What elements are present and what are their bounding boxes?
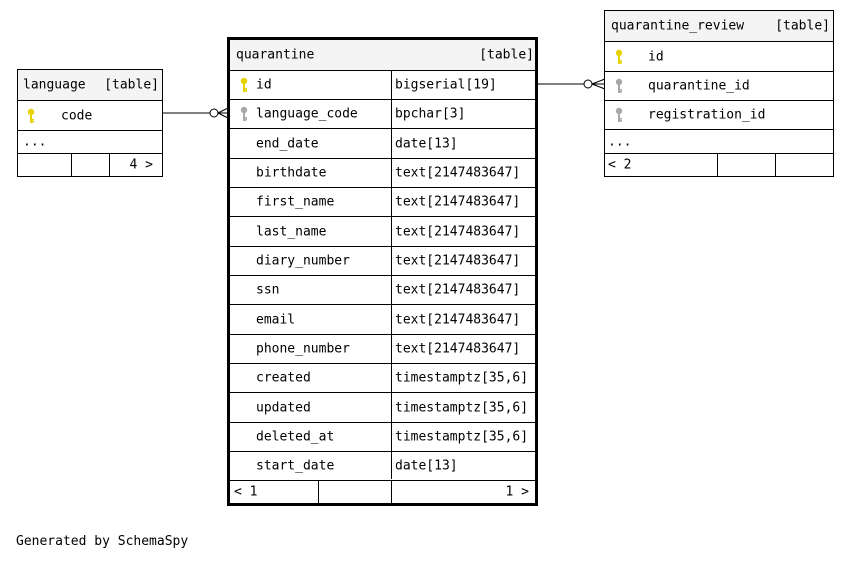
parents-count-link[interactable]: < 1 [234,484,258,500]
column-row-birthdate[interactable]: birthdate text[2147483647] [230,158,535,187]
relation-language-quarantine [162,107,229,119]
column-row-created[interactable]: created timestamptz[35,6] [230,363,535,392]
parents-count-link[interactable]: < 2 [608,157,632,173]
table-footer: < 1 1 > [230,480,535,503]
primary-key-icon [614,49,624,65]
column-name: phone_number [256,341,350,357]
column-row-quarantine-id[interactable]: quarantine_id [605,71,833,100]
column-name: code [61,108,93,123]
more-columns-ellipsis: ... [18,130,162,153]
column-name: registration_id [648,107,766,123]
table-header: quarantine_review [table] [605,11,833,41]
foreign-key-icon [614,107,624,123]
table-header: quarantine [table] [230,40,535,70]
column-type: text[2147483647] [395,282,521,298]
table-quarantine-review[interactable]: quarantine_review [table] id quarantine_… [604,10,834,177]
more-columns-ellipsis: ... [605,129,833,153]
column-row-diary-number[interactable]: diary_number text[2147483647] [230,246,535,275]
column-row-start-date[interactable]: start_date date[13] [230,451,535,480]
column-row-code[interactable]: code [18,100,162,130]
column-row-registration-id[interactable]: registration_id [605,100,833,129]
table-language[interactable]: language [table] code ... 4 > [17,69,163,177]
column-name: id [256,77,272,93]
table-kind-label: [table] [775,18,830,34]
column-type: text[2147483647] [395,253,521,269]
column-type: date[13] [395,136,458,151]
column-type: text[2147483647] [395,224,521,239]
column-name: end_date [256,136,319,151]
table-kind-label: [table] [104,77,159,93]
table-name: language [23,77,86,93]
column-name: diary_number [256,253,350,269]
column-type: text[2147483647] [395,341,521,357]
table-footer: < 2 [605,153,833,176]
table-header: language [table] [18,70,162,100]
column-type: timestamptz[35,6] [395,400,529,415]
table-name: quarantine [236,47,315,63]
column-name: last_name [256,224,327,239]
table-kind-label: [table] [479,47,534,63]
column-type: bpchar[3] [395,106,466,122]
column-row-first-name[interactable]: first_name text[2147483647] [230,187,535,216]
column-row-email[interactable]: email text[2147483647] [230,304,535,334]
column-name: updated [256,400,311,415]
column-row-id[interactable]: id bigserial[19] [230,70,535,99]
column-name: first_name [256,194,335,210]
table-footer: 4 > [18,153,162,176]
column-type: text[2147483647] [395,194,521,210]
column-row-updated[interactable]: updated timestamptz[35,6] [230,392,535,422]
primary-key-icon [239,77,249,93]
column-name: quarantine_id [648,78,750,94]
foreign-key-icon [239,106,249,122]
column-type: text[2147483647] [395,312,521,327]
column-type: timestamptz[35,6] [395,370,529,386]
column-row-phone-number[interactable]: phone_number text[2147483647] [230,334,535,363]
column-name: deleted_at [256,429,335,445]
column-type: date[13] [395,458,458,474]
children-count-link[interactable]: 1 > [505,484,529,500]
primary-key-icon [26,108,36,124]
column-name: birthdate [256,165,327,181]
column-name: created [256,370,311,386]
table-name: quarantine_review [611,18,745,34]
column-divider [391,70,392,479]
relation-quarantine-quarantine-review [536,78,606,90]
column-type: text[2147483647] [395,165,521,181]
column-name: ssn [256,282,280,298]
children-count-link[interactable]: 4 > [129,157,153,173]
column-row-ssn[interactable]: ssn text[2147483647] [230,275,535,304]
column-name: start_date [256,458,335,474]
column-name: id [648,49,664,64]
column-type: timestamptz[35,6] [395,429,529,445]
column-row-end-date[interactable]: end_date date[13] [230,128,535,158]
column-row-deleted-at[interactable]: deleted_at timestamptz[35,6] [230,422,535,451]
column-row-last-name[interactable]: last_name text[2147483647] [230,216,535,246]
table-quarantine[interactable]: quarantine [table] id bigserial[19] lang… [227,37,538,506]
foreign-key-icon [614,78,624,94]
column-name: email [256,312,296,327]
column-type: bigserial[19] [395,77,497,93]
column-row-language-code[interactable]: language_code bpchar[3] [230,99,535,128]
generated-by-footer: Generated by SchemaSpy [16,534,189,549]
column-name: language_code [256,106,358,122]
column-row-id[interactable]: id [605,41,833,71]
